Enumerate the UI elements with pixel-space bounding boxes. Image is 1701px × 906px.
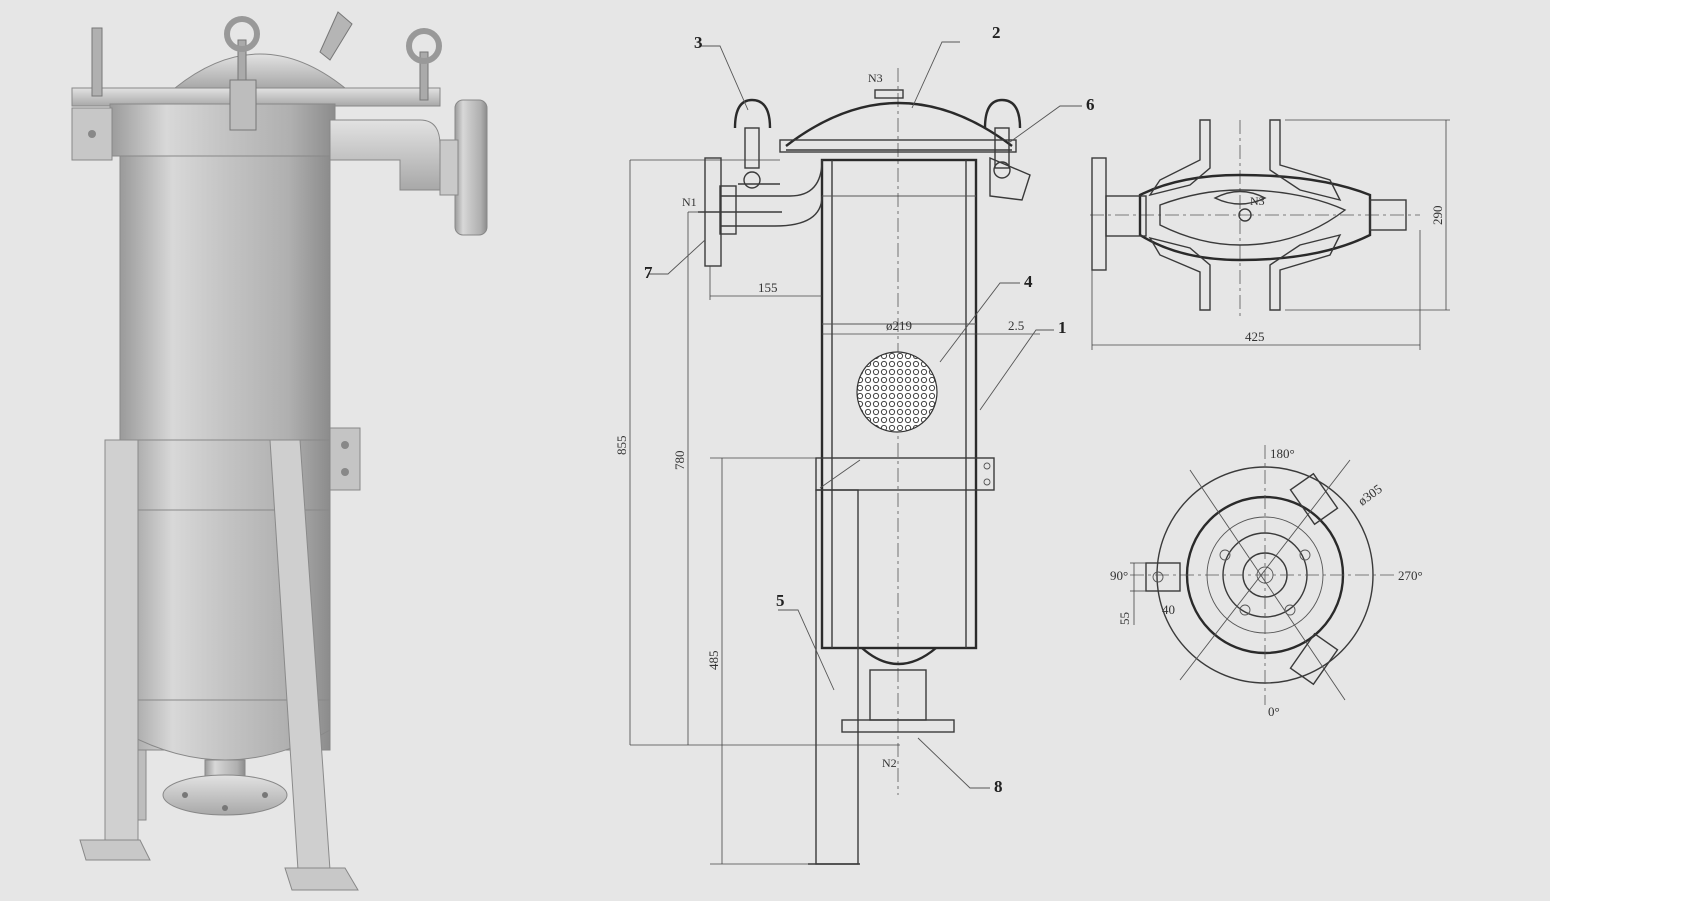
callouts: 2 3 6 7 4 1 5 8 <box>644 23 1095 796</box>
callout-4: 4 <box>1024 272 1033 291</box>
front-elevation: N3 155 ø219 2.5 855 780 485 N1 N2 <box>614 68 1040 865</box>
nozzle-label-inlet: N1 <box>682 195 697 209</box>
callout-5: 5 <box>776 591 785 610</box>
nozzle-label-top-vent: N3 <box>1250 194 1265 208</box>
callout-7: 7 <box>644 263 653 282</box>
angle-270: 270° <box>1398 568 1423 583</box>
dim-foot-b: 40 <box>1162 602 1175 617</box>
inlet-flange <box>454 99 488 236</box>
angle-0: 0° <box>1268 704 1280 719</box>
perforated-screen <box>856 351 938 433</box>
nozzle-label-outlet: N2 <box>882 756 897 770</box>
eye-bolt <box>406 28 442 101</box>
nozzle-label-vent: N3 <box>868 71 883 85</box>
dim-top-width: 425 <box>1245 329 1265 344</box>
angle-90: 90° <box>1110 568 1128 583</box>
angle-180: 180° <box>1270 446 1295 461</box>
dim-total-height: 855 <box>614 436 629 456</box>
callout-1: 1 <box>1058 318 1067 337</box>
dim-top-depth: 290 <box>1430 206 1445 226</box>
dim-leg-height: 485 <box>706 651 721 671</box>
handle-left <box>733 98 780 189</box>
callout-6: 6 <box>1086 95 1095 114</box>
callout-8: 8 <box>994 777 1003 796</box>
dim-wall: 2.5 <box>1008 318 1024 333</box>
dim-inlet-offset: 155 <box>758 280 778 295</box>
callout-2: 2 <box>992 23 1001 42</box>
dim-foot-a: 55 <box>1117 612 1132 625</box>
handle-right <box>983 98 1031 201</box>
callout-3: 3 <box>694 33 703 52</box>
outlet-flange <box>162 774 288 816</box>
filter-housing-photo <box>71 11 488 891</box>
dim-inlet-height: 780 <box>672 451 687 471</box>
top-view: 425 290 N3 <box>1090 119 1450 350</box>
dim-diameter: ø219 <box>886 318 912 333</box>
